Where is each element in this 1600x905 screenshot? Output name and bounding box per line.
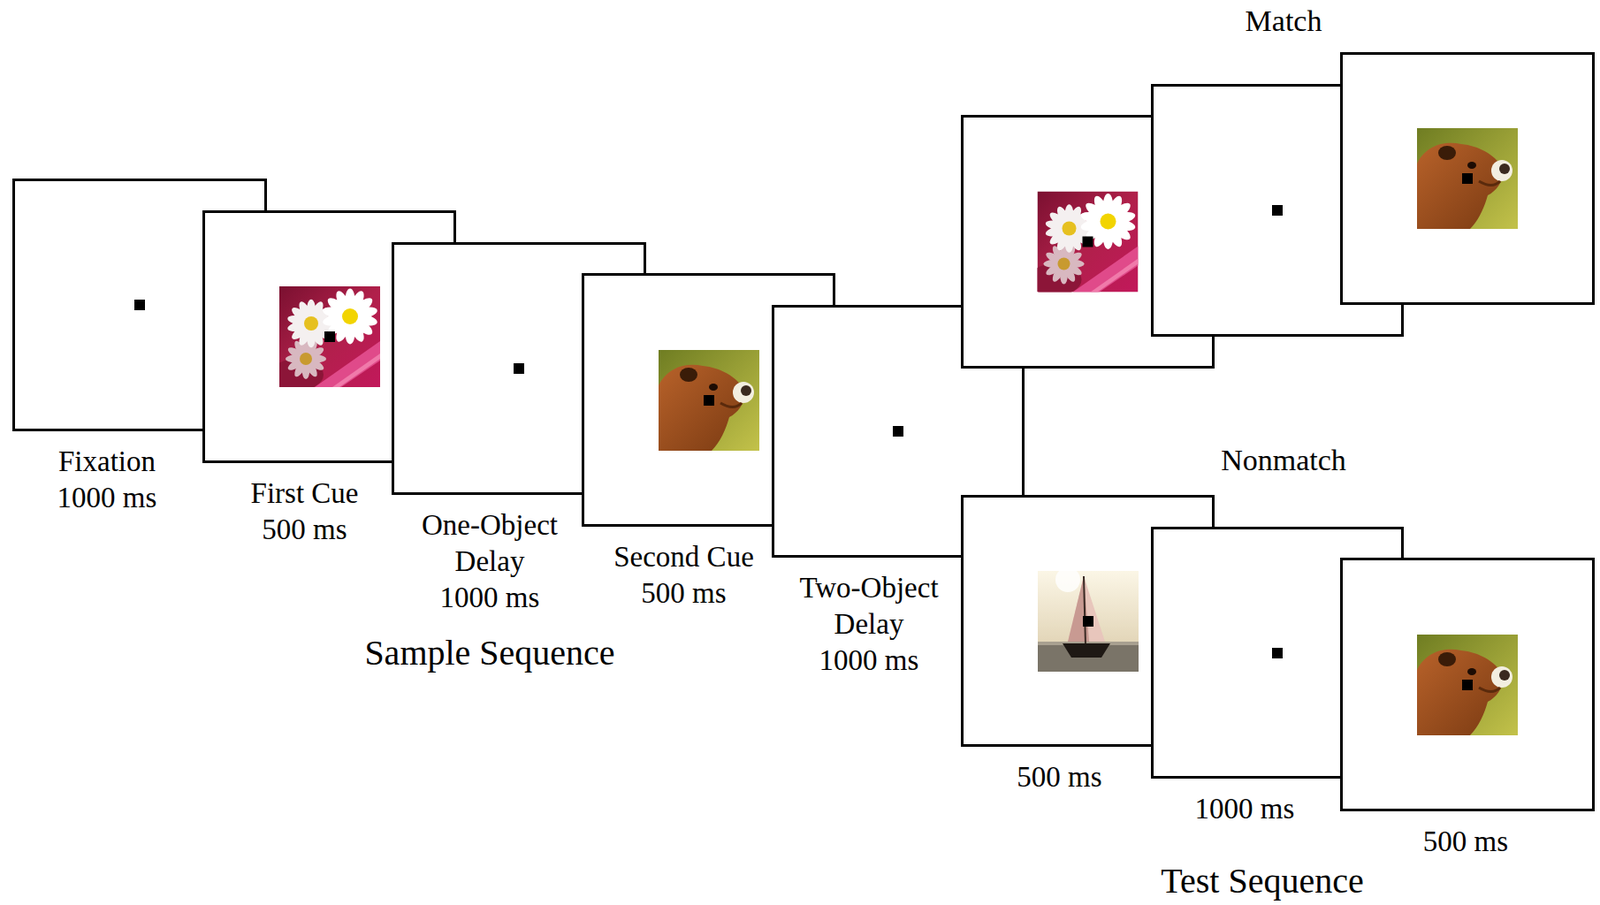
phase-name: First Cue [251,475,359,512]
duration-text: 500 ms [1423,823,1509,861]
phase-name: Second Cue [613,539,755,576]
fixation-dot [1272,647,1283,659]
fixation-dot [134,299,145,311]
trial-frame [1341,53,1594,305]
duration-text: 1000 ms [57,480,158,517]
frame-caption: Two-Object Delay1000 ms [784,570,953,679]
frame-caption: 500 ms [1016,759,1102,796]
marmot-picture [1417,128,1518,229]
duration-text: 500 ms [1016,759,1102,796]
fixation-dot [1462,173,1473,184]
fixation-dot [1462,679,1473,691]
fixation-dot [324,331,336,343]
duration-text: 500 ms [613,575,755,612]
phase-name: One-Object Delay [405,507,574,580]
frame-caption: Fixation1000 ms [57,443,158,517]
phase-name: Fixation [57,443,158,480]
condition-label: Nonmatch [1220,442,1347,479]
fixation-dot [892,426,904,437]
fixation-dot [1082,236,1094,248]
duration-text: 1000 ms [405,579,574,617]
duration-text: 1000 ms [784,642,953,679]
fixation-dot [513,363,525,374]
frame-caption: One-Object Delay1000 ms [405,507,574,617]
phase-name: Two-Object Delay [784,570,953,643]
fixation-dot [1272,205,1283,216]
frame-caption: Second Cue500 ms [613,539,755,612]
duration-text: 1000 ms [1195,791,1296,828]
fixation-dot [703,395,715,406]
sequence-title: Sample Sequence [364,632,615,674]
frame-caption: 1000 ms [1195,791,1296,828]
flower-picture [1028,191,1139,297]
duration-text: 500 ms [251,511,359,549]
frame-caption: First Cue500 ms [251,475,359,549]
trial-frame: 500 ms [1340,557,1595,812]
sequence-title: Test Sequence [1160,861,1364,901]
fixation-dot [1082,616,1094,627]
frame-caption: 500 ms [1423,823,1509,861]
condition-label: Match [1245,3,1323,39]
